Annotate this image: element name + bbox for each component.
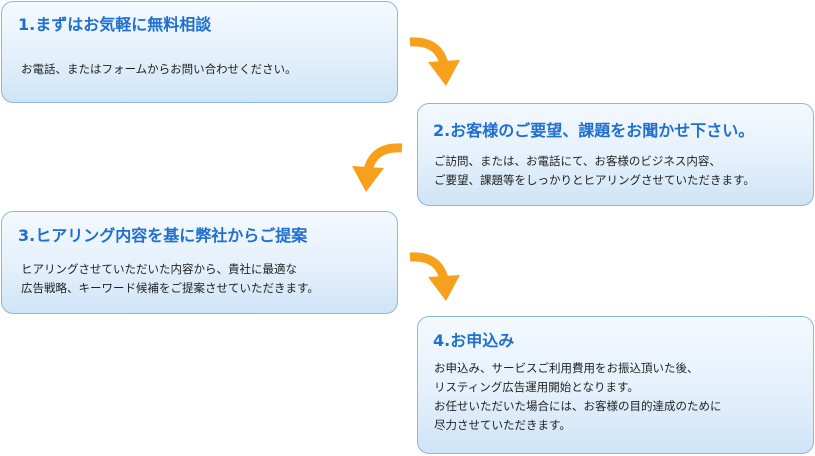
step-4-box: 4.お申込み お申込み、サービスご利用費用をお振込頂いた後、 リスティング広告運… [417, 316, 814, 454]
step-3-line: 広告戦略、キーワード候補をご提案させていただきます。 [21, 281, 319, 295]
step-1-body: お電話、またはフォームからお問い合わせください。 [21, 60, 297, 79]
step-4-body: お申込み、サービスご利用費用をお振込頂いた後、 リスティング広告運用開始となりま… [434, 359, 722, 435]
curved-arrow-icon [409, 252, 460, 301]
step-2-line: ご訪問、または、お電話にて、お客様のビジネス内容、 [434, 154, 721, 168]
step-1-title: 1.まずはお気軽に無料相談 [18, 15, 212, 34]
step-2-line: ご要望、課題等をしっかりとヒアリングさせていただきます。 [434, 173, 755, 187]
step-2-box: 2.お客様のご要望、課題をお聞かせ下さい。 ご訪問、または、お電話にて、お客様の… [417, 103, 814, 206]
step-4-line: お申込み、サービスご利用費用をお振込頂いた後、 [434, 361, 699, 375]
step-1-line: お電話、またはフォームからお問い合わせください。 [21, 62, 297, 76]
step-2-body: ご訪問、または、お電話にて、お客様のビジネス内容、 ご要望、課題等をしっかりとヒ… [434, 152, 755, 190]
step-3-box: 3.ヒアリング内容を基に弊社からご提案 ヒアリングさせていただいた内容から、貴社… [1, 211, 398, 314]
step-1-box: 1.まずはお気軽に無料相談 お電話、またはフォームからお問い合わせください。 [1, 1, 398, 103]
step-4-line: 尽力させていただきます。 [434, 418, 571, 432]
step-3-body: ヒアリングさせていただいた内容から、貴社に最適な 広告戦略、キーワード候補をご提… [21, 260, 319, 298]
step-4-line: リスティング広告運用開始となります。 [434, 380, 639, 394]
step-4-line: お任せいただいた場合には、お客様の目的達成のために [434, 399, 722, 413]
step-3-title: 3.ヒアリング内容を基に弊社からご提案 [18, 226, 308, 245]
step-3-line: ヒアリングさせていただいた内容から、貴社に最適な [21, 262, 297, 276]
step-4-title: 4.お申込み [433, 331, 515, 350]
step-2-title: 2.お客様のご要望、課題をお聞かせ下さい。 [433, 121, 755, 140]
curved-arrow-icon [352, 143, 403, 192]
curved-arrow-icon [409, 37, 460, 86]
